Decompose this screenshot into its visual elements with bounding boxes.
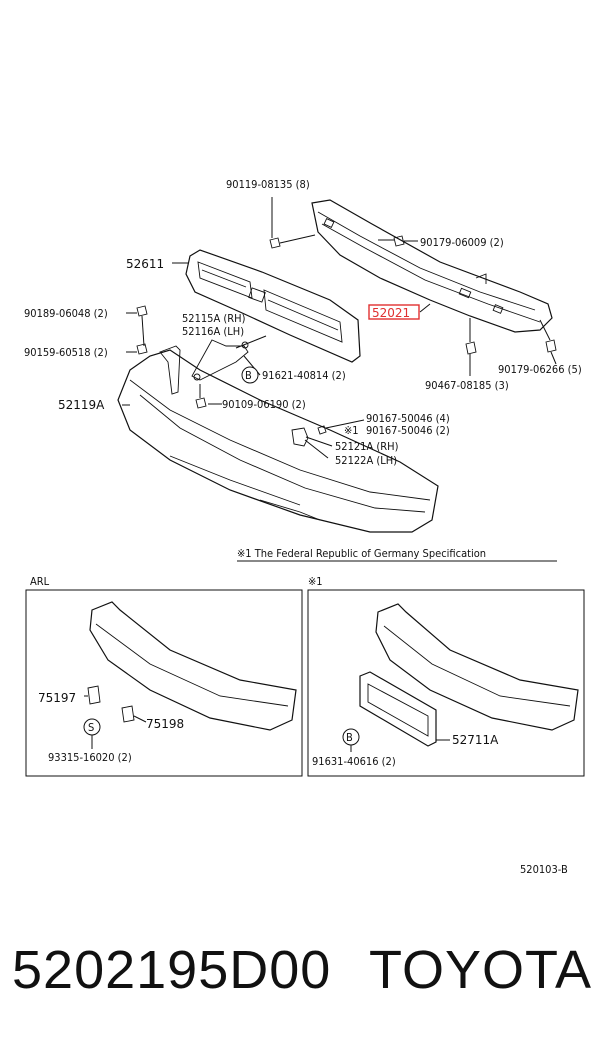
b-symbol-1 bbox=[241, 366, 259, 384]
inset-right-title: ※1 bbox=[308, 575, 323, 588]
fasteners bbox=[126, 197, 557, 435]
label-screw-b: 90167-50046 (2) bbox=[366, 424, 450, 437]
grille-part bbox=[185, 249, 361, 363]
inset-left-title: ARL bbox=[30, 575, 50, 588]
highlight-box bbox=[368, 304, 420, 320]
label-bolt-b: 91621-40814 (2) bbox=[262, 369, 346, 382]
b-symbol-2-text: B bbox=[346, 731, 353, 744]
label-screw-b-mark: ※1 bbox=[344, 424, 359, 437]
retainer-part bbox=[291, 427, 309, 447]
label-reinforcement: 52021 bbox=[372, 306, 410, 320]
inset-left-part-2: 75198 bbox=[146, 717, 184, 731]
stay-part bbox=[191, 339, 249, 381]
label-retainer-rh: 52121A (RH) bbox=[335, 440, 399, 453]
figure-code: 520103-B bbox=[520, 863, 568, 876]
part-number: 5202195D00 bbox=[12, 940, 332, 1000]
side-bracket-part bbox=[159, 345, 181, 395]
label-bumper-cover: 52119A bbox=[58, 398, 105, 412]
label-stay-lh: 52116A (LH) bbox=[182, 325, 244, 338]
leader-lines bbox=[122, 262, 431, 459]
label-stay-rh: 52115A (RH) bbox=[182, 312, 246, 325]
b-symbol-1-text: B bbox=[245, 369, 252, 382]
label-grille: 52611 bbox=[126, 257, 164, 271]
label-nut-right-1: 90179-06266 (5) bbox=[498, 363, 582, 376]
label-nut-right-top: 90179-06009 (2) bbox=[420, 236, 504, 249]
footer: 5202195D00 TOYOTA bbox=[12, 935, 592, 1005]
inset-right: ※1 52711A B 91631-40616 (2) bbox=[307, 575, 585, 777]
reinforcement-part bbox=[311, 199, 553, 333]
bumper-cover-part bbox=[117, 349, 439, 533]
label-nut-left-1: 90189-06048 (2) bbox=[24, 307, 108, 320]
footnote: ※1 The Federal Republic of Germany Speci… bbox=[237, 547, 486, 560]
label-clip-right: 90467-08185 (3) bbox=[425, 379, 509, 392]
inset-left: ARL 75197 75198 S 93315-16020 (2) bbox=[25, 575, 303, 777]
s-symbol-text: S bbox=[88, 721, 94, 734]
label-retainer-lh: 52122A (LH) bbox=[335, 454, 397, 467]
inset-right-bolt: 91631-40616 (2) bbox=[312, 755, 396, 768]
label-screw-a: 90167-50046 (4) bbox=[366, 412, 450, 425]
inset-right-plate: 52711A bbox=[452, 733, 499, 747]
label-bolt-top: 90119-08135 (8) bbox=[226, 178, 310, 191]
label-nut-left-2: 90159-60518 (2) bbox=[24, 346, 108, 359]
inset-left-part-1: 75197 bbox=[38, 691, 76, 705]
brand-name: TOYOTA bbox=[368, 940, 592, 1000]
label-screw-mid: 90109-06190 (2) bbox=[222, 398, 306, 411]
inset-left-bolt: 93315-16020 (2) bbox=[48, 751, 132, 764]
